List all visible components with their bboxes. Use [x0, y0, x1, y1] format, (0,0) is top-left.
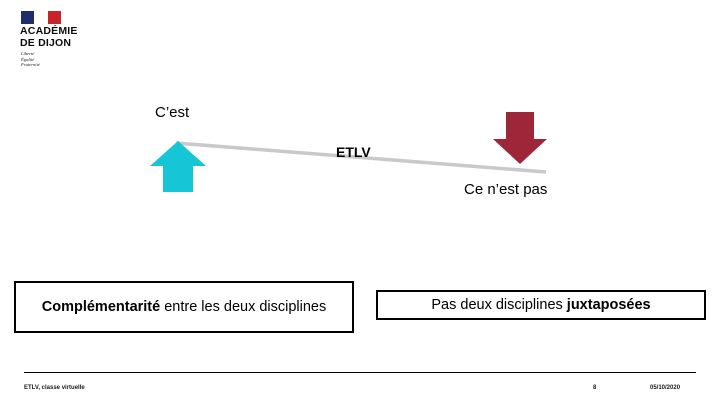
academie-de-dijon-logo: ACADÉMIE DE DIJON Liberté Égalité Frater… [20, 8, 130, 70]
label-etlv: ETLV [336, 144, 371, 160]
logo-motto: Liberté Égalité Fraternité [21, 51, 40, 68]
statement-left-rest: entre les deux disciplines [160, 298, 327, 315]
statement-box-complementarite: Complémentarité entre les deux disciplin… [14, 281, 354, 333]
statement-left-text: Complémentarité entre les deux disciplin… [42, 298, 327, 317]
statement-left-bold: Complémentarité [41, 298, 161, 315]
arrow-up-icon [150, 141, 206, 192]
flag-band-red [47, 11, 61, 24]
arrow-down-icon [493, 112, 547, 164]
french-tricolor-flag-icon [21, 11, 61, 24]
diagonal-divider-line-icon [175, 141, 547, 174]
label-cest: C’est [155, 104, 190, 121]
footer-source-text: ETLV, classe virtuelle [24, 385, 85, 391]
statement-box-juxtaposees: Pas deux disciplines juxtaposées [376, 290, 706, 320]
flag-band-blue [21, 11, 35, 24]
statement-right-normal: Pas deux disciplines [431, 297, 567, 313]
label-ce-nest-pas: Ce n’est pas [464, 181, 548, 198]
footer-page-number: 8 [593, 385, 597, 391]
flag-band-white [34, 11, 48, 24]
logo-title: ACADÉMIE DE DIJON [20, 25, 78, 49]
statement-right-text: Pas deux disciplines juxtaposées [431, 297, 650, 313]
statement-right-bold: juxtaposées [566, 297, 651, 313]
footer-divider [24, 372, 696, 373]
footer-date: 05/10/2020 [650, 385, 681, 391]
